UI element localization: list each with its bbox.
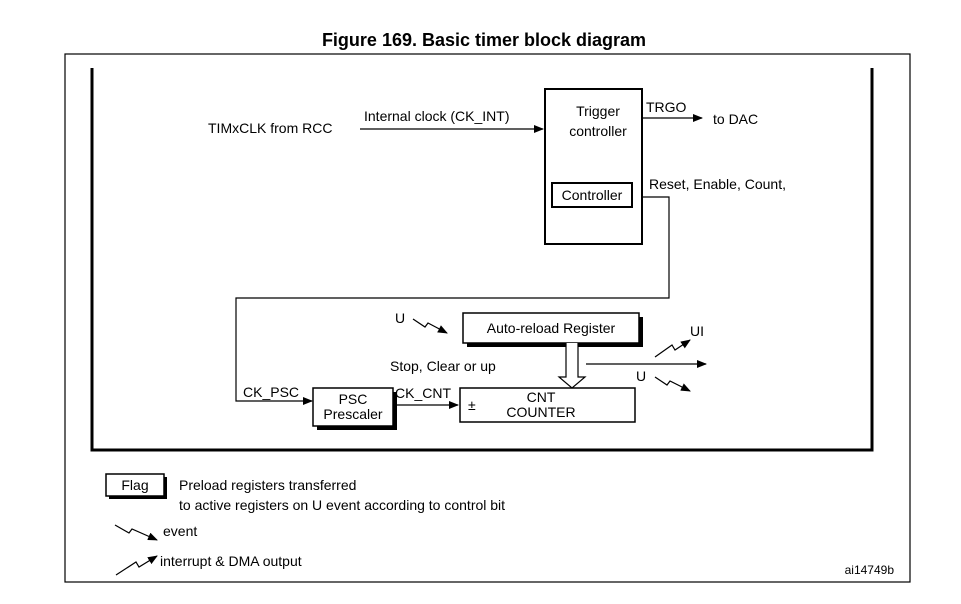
legend-interrupt-icon <box>115 555 158 576</box>
ui-output-label: UI <box>690 323 704 339</box>
trigger-controller-label-line1: Trigger <box>576 103 620 119</box>
figure-code: ai14749b <box>845 563 895 577</box>
timer-boundary <box>90 68 874 452</box>
reload-transfer-arrow <box>557 343 587 389</box>
controller-label: Controller <box>562 187 623 203</box>
u-output-label: U <box>636 368 646 384</box>
legend-flag-box <box>105 473 165 497</box>
legend-flag-label: Flag <box>121 477 148 493</box>
legend-flag-text-line2: to active registers on U event according… <box>179 497 505 513</box>
ui-interrupt-icon <box>654 339 691 358</box>
trgo-label: TRGO <box>646 99 687 115</box>
auto-reload-register-block <box>462 312 640 344</box>
trigger-controller-block <box>544 88 643 245</box>
controller-box <box>551 182 633 208</box>
ck-psc-path <box>235 196 670 405</box>
counter-label: COUNTER <box>506 404 575 420</box>
counter-sign: ± <box>468 397 476 413</box>
cnt-label: CNT <box>527 389 556 405</box>
legend-event-label: event <box>163 523 197 539</box>
ck-psc-label: CK_PSC <box>243 384 299 400</box>
legend-event-icon <box>114 524 158 541</box>
psc-prescaler-block <box>312 387 394 427</box>
legend-flag-text-line1: Preload registers transferred <box>179 477 356 493</box>
u-event-in-label: U <box>395 310 405 326</box>
u-event-in-icon <box>412 318 448 334</box>
psc-label: PSC <box>339 391 368 407</box>
internal-clock-label: Internal clock (CK_INT) <box>364 108 509 124</box>
u-event-out-icon <box>654 376 691 392</box>
legend-interrupt-label: interrupt & DMA output <box>160 553 302 569</box>
cnt-counter-block <box>459 387 636 423</box>
ck-cnt-label: CK_CNT <box>395 385 451 401</box>
auto-reload-label: Auto-reload Register <box>487 320 616 336</box>
figure-frame <box>64 53 911 583</box>
reset-enable-count-label: Reset, Enable, Count, <box>649 176 786 192</box>
stop-clear-up-label: Stop, Clear or up <box>390 358 496 374</box>
trigger-controller-label-line2: controller <box>569 123 627 139</box>
to-dac-label: to DAC <box>713 111 758 127</box>
figure-title: Figure 169. Basic timer block diagram <box>322 30 646 50</box>
prescaler-label: Prescaler <box>323 406 382 422</box>
timx-clk-label: TIMxCLK from RCC <box>208 120 332 136</box>
